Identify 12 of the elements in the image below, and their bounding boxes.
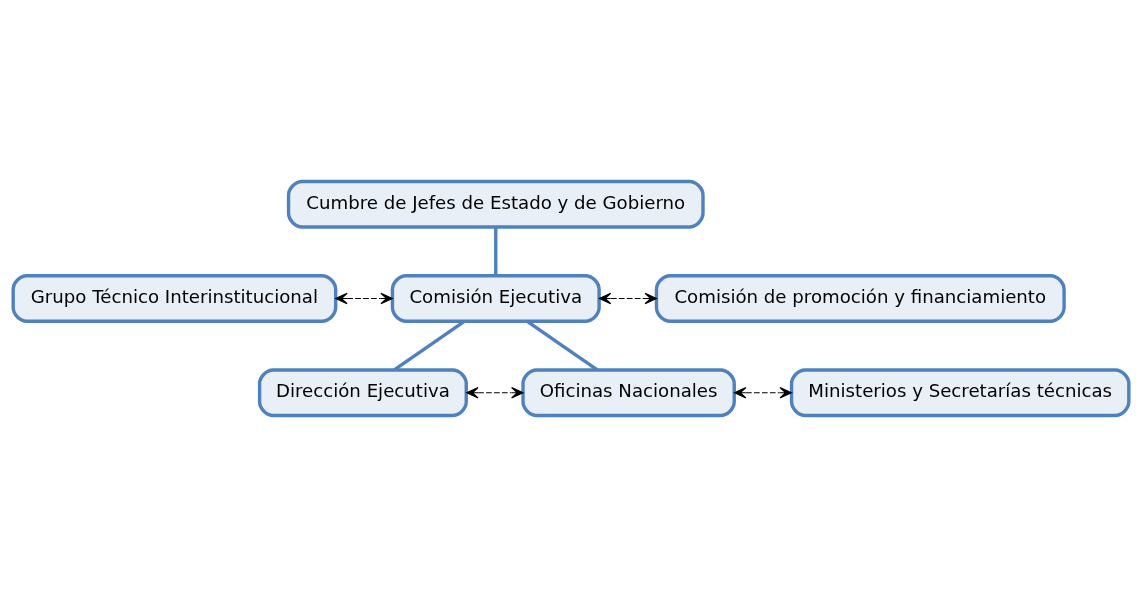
node-box: Dirección Ejecutiva <box>257 367 468 417</box>
arrow <box>598 292 657 304</box>
node-box: Grupo Técnico Interinstitucional <box>11 273 338 323</box>
connector <box>494 226 498 276</box>
arrow <box>335 292 393 304</box>
node-box: Ministerios y Secretarías técnicas <box>789 367 1131 417</box>
arrow <box>466 386 524 398</box>
node-box: Comisión Ejecutiva <box>390 273 601 323</box>
node-box: Comisión de promoción y financiamiento <box>654 273 1066 323</box>
arrow <box>733 386 792 398</box>
node-box: Oficinas Nacionales <box>521 367 736 417</box>
node-box: Cumbre de Jefes de Estado y de Gobierno <box>286 179 705 229</box>
